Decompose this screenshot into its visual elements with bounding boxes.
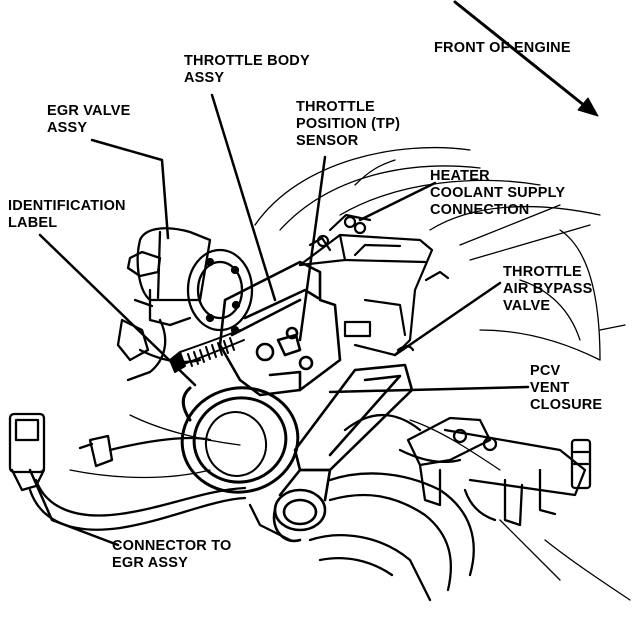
label-line: VALVE <box>503 298 551 314</box>
label-line: FRONT OF ENGINE <box>434 40 571 56</box>
label-line: THROTTLE <box>296 99 375 115</box>
label-throttle-body: THROTTLE BODY ASSY <box>184 53 310 87</box>
label-line: SENSOR <box>296 133 359 149</box>
label-line: CLOSURE <box>530 397 603 413</box>
label-line: IDENTIFICATION <box>8 198 126 214</box>
label-line: CONNECTION <box>430 202 530 218</box>
label-tp-sensor: THROTTLE POSITION (TP) SENSOR <box>296 99 400 150</box>
label-line: EGR ASSY <box>112 555 188 571</box>
intake-runners <box>248 413 475 602</box>
label-line: CONNECTOR TO <box>112 538 232 554</box>
label-line: AIR BYPASS <box>503 281 593 297</box>
left-connector-harness <box>8 412 247 531</box>
label-line: EGR VALVE <box>47 103 131 119</box>
label-line: COOLANT SUPPLY <box>430 185 566 201</box>
label-heater-coolant: HEATER COOLANT SUPPLY CONNECTION <box>430 168 565 219</box>
label-egr-valve: EGR VALVE ASSY <box>47 103 130 137</box>
label-throttle-air-bypass: THROTTLE AIR BYPASS VALVE <box>503 264 593 315</box>
label-line: POSITION (TP) <box>296 116 401 132</box>
label-connector-egr: CONNECTOR TO EGR ASSY <box>112 538 231 572</box>
label-line: THROTTLE <box>503 264 582 280</box>
air-bypass-duct <box>272 363 414 543</box>
intake-plenum <box>298 213 450 357</box>
label-line: VENT <box>530 380 570 396</box>
label-identification: IDENTIFICATION LABEL <box>8 198 126 232</box>
coiled-hose <box>169 329 245 373</box>
leader-lines <box>28 93 530 547</box>
label-line: LABEL <box>8 215 58 231</box>
front-of-engine-arrow <box>453 0 599 117</box>
label-line: PCV <box>530 363 561 379</box>
label-line: HEATER <box>430 168 490 184</box>
label-line: ASSY <box>184 70 225 86</box>
label-front-of-engine: FRONT OF ENGINE <box>434 40 571 57</box>
pcv-rail <box>406 416 592 527</box>
egr-valve-assembly <box>116 227 254 382</box>
throttle-body <box>218 260 342 397</box>
label-line: THROTTLE BODY <box>184 53 310 69</box>
label-line: ASSY <box>47 120 88 136</box>
throttle-bore <box>180 386 300 494</box>
label-pcv-vent: PCV VENT CLOSURE <box>530 363 602 414</box>
